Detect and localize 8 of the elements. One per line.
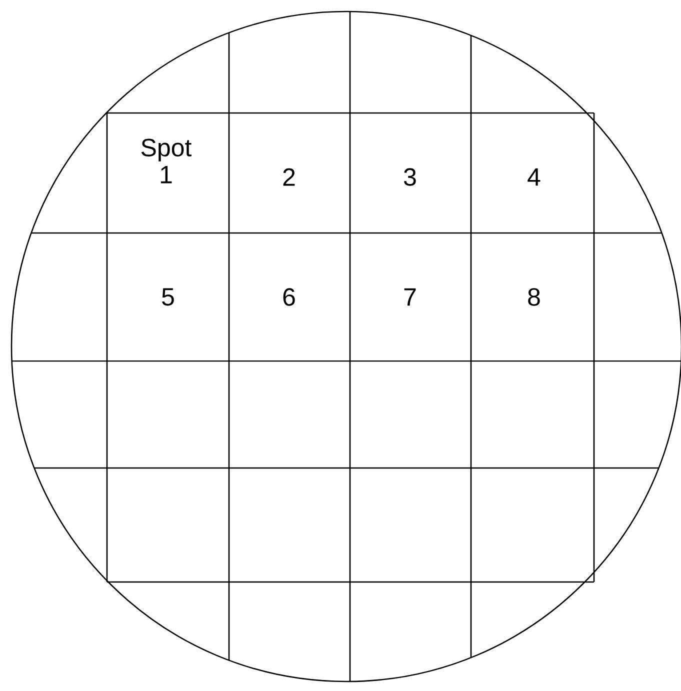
cell-label: 2 [283,168,295,186]
cell-label: 7 [404,288,416,306]
cell-label: 5 [162,288,174,306]
cell-label: 6 [283,288,295,306]
cell-label: 8 [528,288,540,306]
cell-label: 4 [528,168,540,186]
cell-label: Spot 1 [141,138,192,184]
cell-label: 3 [404,168,416,186]
